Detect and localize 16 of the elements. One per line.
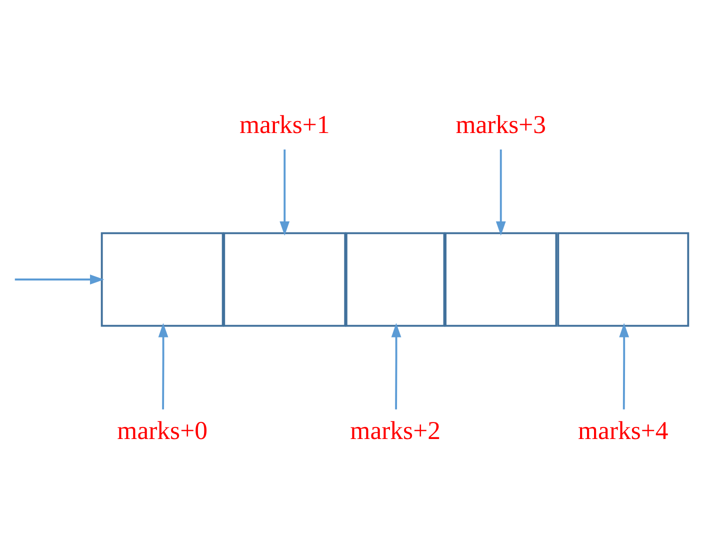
- node-box: [444, 232, 558, 327]
- node-box: [557, 232, 690, 327]
- node-box: [223, 232, 346, 327]
- node-text: marks+2: [350, 416, 440, 446]
- arrow: [619, 323, 630, 410]
- node-box: [345, 232, 446, 327]
- node-box: [100, 232, 224, 327]
- arrow: [14, 274, 104, 284]
- node-text: marks+4: [578, 416, 668, 446]
- arrow: [391, 323, 402, 410]
- arrow: [158, 323, 168, 410]
- node-text: marks+3: [456, 110, 546, 139]
- arrow: [496, 150, 506, 236]
- node-text: marks+1: [239, 110, 330, 139]
- arrow: [280, 150, 290, 236]
- node-text: marks+0: [117, 416, 208, 446]
